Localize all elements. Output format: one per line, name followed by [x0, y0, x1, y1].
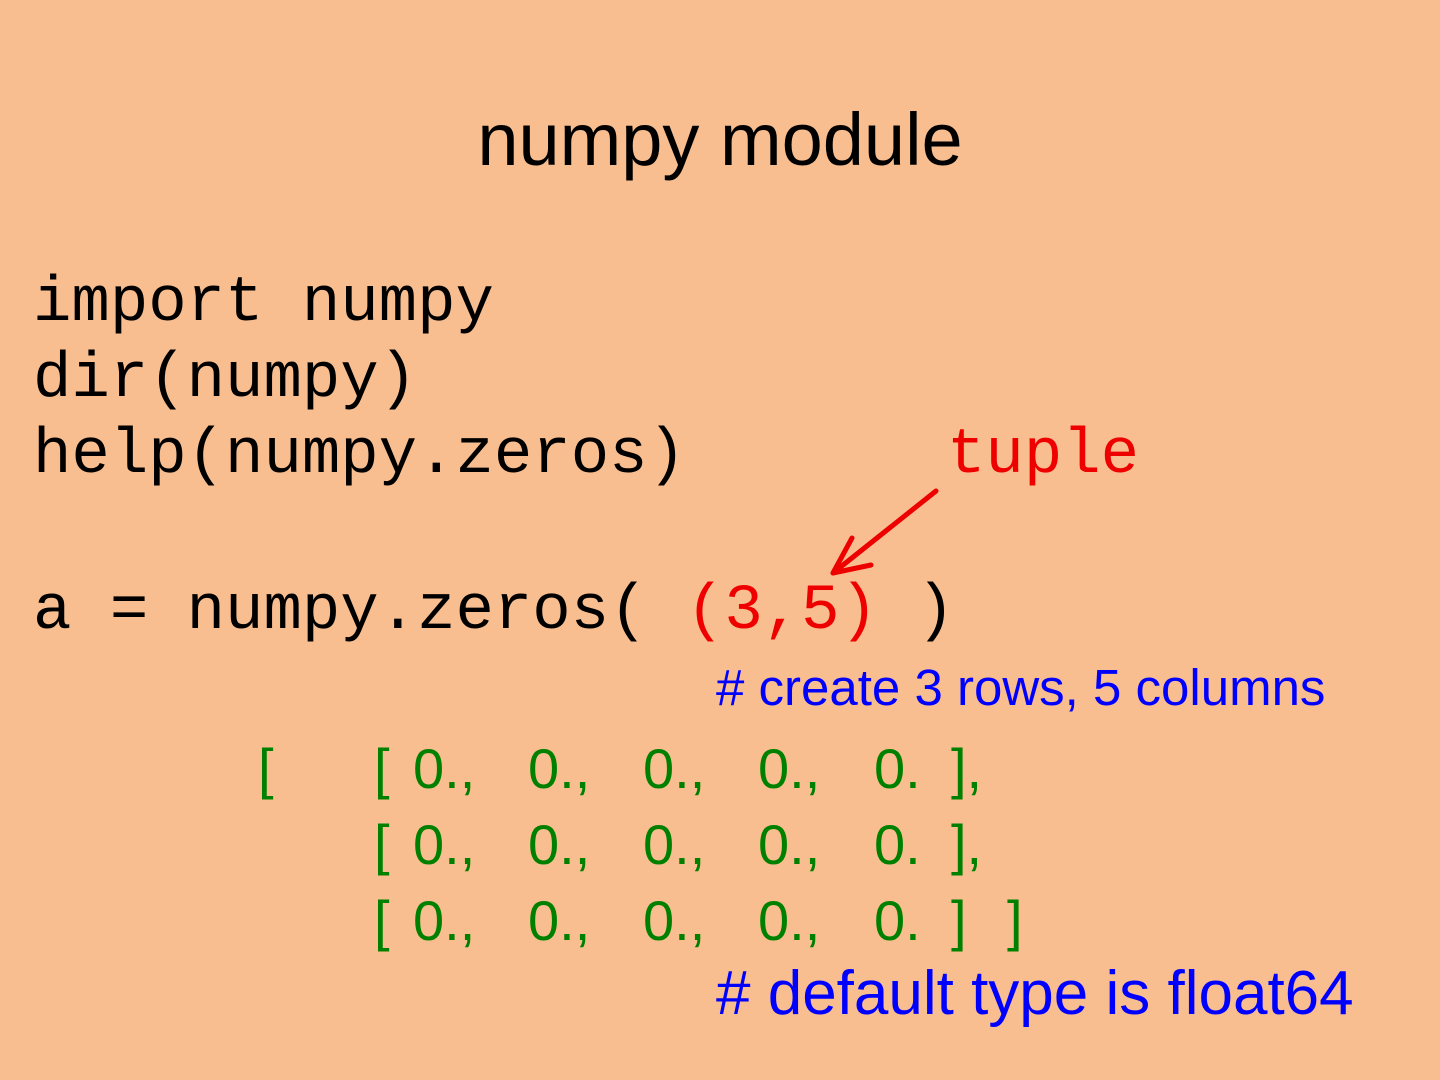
- array-row-1-value-2: 0.,: [528, 737, 591, 800]
- array-row-1-open: [: [374, 737, 390, 800]
- assignment-suffix: ): [877, 576, 955, 648]
- array-row-3-value-3: 0.,: [643, 889, 706, 952]
- array-row-1-value-4: 0.,: [758, 737, 821, 800]
- array-row-1-value-1: 0.,: [413, 737, 476, 800]
- array-row-3-value-2: 0.,: [528, 889, 591, 952]
- code-line-import: import numpy: [33, 268, 494, 340]
- array-row-3-value-1: 0.,: [413, 889, 476, 952]
- tuple-argument: (3,5): [685, 576, 878, 648]
- array-row-2-value-4: 0.,: [758, 813, 821, 876]
- array-row-2-value-1: 0.,: [413, 813, 476, 876]
- code-line-assignment: a = numpy.zeros( (3,5) ): [33, 574, 955, 650]
- array-row-3-open: [: [374, 889, 390, 952]
- code-line-dir: dir(numpy): [33, 344, 418, 416]
- array-row-1-value-5: 0.: [874, 737, 921, 800]
- array-row-2-open: [: [374, 813, 390, 876]
- array-row-2-close: ],: [951, 813, 983, 876]
- array-row-3-value-4: 0.,: [758, 889, 821, 952]
- array-row-1-close: ],: [951, 737, 983, 800]
- comment-rows-columns: # create 3 rows, 5 columns: [716, 659, 1326, 716]
- array-row-2-value-2: 0.,: [528, 813, 591, 876]
- assignment-prefix: a = numpy.zeros(: [33, 576, 686, 648]
- code-line-help: help(numpy.zeros): [33, 420, 686, 492]
- array-row-3-close: ]: [951, 889, 967, 952]
- array-row-2-value-5: 0.: [874, 813, 921, 876]
- comment-default-type: # default type is float64: [716, 959, 1354, 1028]
- array-row-2-value-3: 0.,: [643, 813, 706, 876]
- array-outer-open-bracket: [: [258, 737, 274, 800]
- array-row-1-value-3: 0.,: [643, 737, 706, 800]
- array-row-3-value-5: 0.: [874, 889, 921, 952]
- slide-title: numpy module: [477, 98, 963, 181]
- array-outer-close-bracket: ]: [1007, 889, 1023, 952]
- tuple-label: tuple: [947, 420, 1140, 492]
